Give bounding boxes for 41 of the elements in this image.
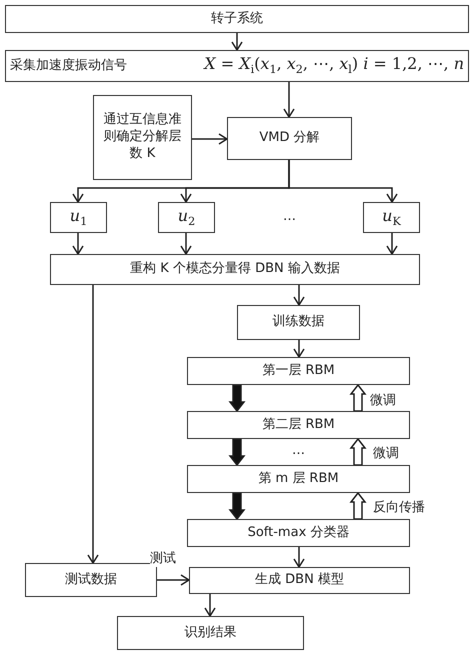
layer-box: 第二层 RBM xyxy=(187,411,410,439)
arrow xyxy=(180,233,192,255)
process-box xyxy=(5,50,469,82)
process-box: 转子系统 xyxy=(5,5,469,33)
mode-box: u$_{K}$ xyxy=(363,202,420,233)
layer-box: 第 m 层 RBM xyxy=(187,465,410,493)
note-box: 通过互信息准则确定分解层数 K xyxy=(93,95,192,180)
hollow-arrow xyxy=(349,384,367,412)
hollow-arrow xyxy=(349,438,367,466)
step-text: 采集加速度振动信号 xyxy=(10,58,127,74)
arrow xyxy=(288,160,398,203)
layer-box: 第一层 RBM xyxy=(187,357,410,385)
process-box: VMD 分解 xyxy=(227,117,352,160)
result-box: 识别结果 xyxy=(117,616,304,650)
data-box: 训练数据 xyxy=(237,305,360,340)
arrow xyxy=(293,547,305,568)
formula-text: X = X$_{i}$(x$_{1}$, x$_{2}$, ⋯, x$_{l}$) i = 1,2, ⋯, n xyxy=(204,54,464,78)
classifier-box: Soft-max 分类器 xyxy=(187,519,410,547)
arrow xyxy=(87,285,99,564)
edge-label: 微调 xyxy=(370,391,396,409)
arrow xyxy=(204,594,216,617)
data-box: 测试数据 xyxy=(25,563,157,597)
arrow xyxy=(72,233,84,255)
mode-box: u$_{2}$ xyxy=(158,202,215,233)
block-arrow xyxy=(228,384,246,412)
block-arrow xyxy=(228,438,246,466)
mode-box: u$_{1}$ xyxy=(50,202,107,233)
process-box: 生成 DBN 模型 xyxy=(189,567,410,594)
arrow xyxy=(192,133,228,145)
edge-label: 反向传播 xyxy=(373,498,425,516)
edge-label: 微调 xyxy=(373,444,399,462)
edge-label: 测试 xyxy=(150,549,176,567)
arrow xyxy=(293,340,305,358)
arrow xyxy=(283,82,295,118)
hollow-arrow xyxy=(349,492,367,520)
process-box: 重构 K 个模态分量得 DBN 输入数据 xyxy=(50,254,420,285)
arrow xyxy=(231,33,243,51)
arrow xyxy=(293,285,305,306)
arrow xyxy=(386,233,398,255)
block-arrow xyxy=(228,492,246,520)
arrow xyxy=(157,574,190,586)
